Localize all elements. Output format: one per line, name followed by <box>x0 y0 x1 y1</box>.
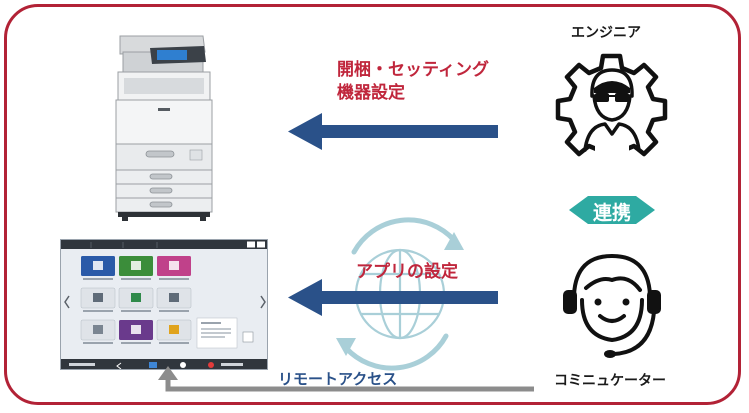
app-setting-label: アプリの設定 <box>356 262 458 282</box>
unpack-setting-label-2: 機器設定 <box>337 83 405 103</box>
engineer-label: エンジニア <box>571 25 641 41</box>
remote-access-label: リモートアクセス <box>278 370 398 388</box>
communicator-label: コミニュケーター <box>554 373 666 389</box>
panel-top-bar <box>61 240 267 249</box>
control-panel-screen <box>60 239 268 370</box>
panel-content <box>64 241 266 369</box>
panel-bottom-bar <box>61 359 267 369</box>
renkei-label: 連携 <box>593 202 632 224</box>
unpack-setting-label-1: 開梱・セッティング <box>337 60 489 80</box>
